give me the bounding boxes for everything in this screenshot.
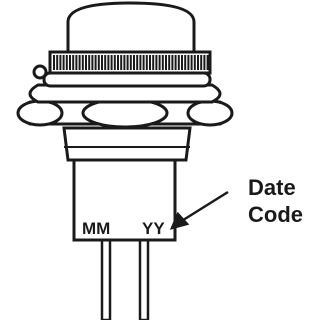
nut-left-face xyxy=(16,99,64,127)
callout-code: Code xyxy=(248,202,303,227)
month-marking: MM xyxy=(82,219,110,238)
left-lead xyxy=(100,236,112,320)
threads xyxy=(42,71,212,88)
callout-arrow xyxy=(169,190,229,230)
right-lead xyxy=(138,236,150,320)
lock-tab xyxy=(32,64,48,80)
washer xyxy=(28,83,222,104)
year-marking: YY xyxy=(142,219,165,238)
lower-body xyxy=(72,158,177,242)
knurl-lines xyxy=(53,55,209,70)
top-cap xyxy=(66,1,196,54)
body-shoulder xyxy=(62,126,192,162)
nut-right-face xyxy=(186,99,234,127)
leads xyxy=(100,236,150,320)
callout-date: Date xyxy=(248,175,296,200)
